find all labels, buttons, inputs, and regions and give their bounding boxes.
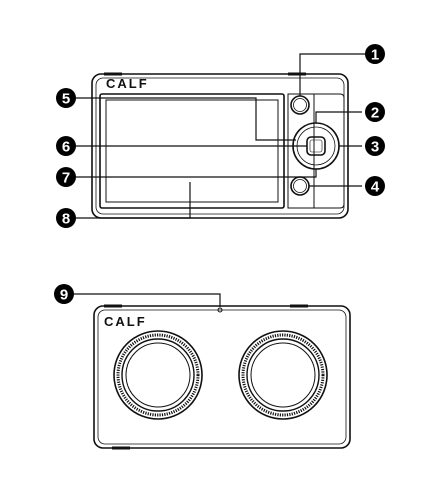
display-screen-area: [105, 99, 279, 203]
control-panel-right: [314, 93, 345, 209]
callout-badge: [56, 167, 76, 187]
callout-2: 2: [365, 102, 385, 122]
leader-line-9: [74, 293, 221, 307]
callout-label: 4: [371, 179, 380, 196]
callout-badge: [54, 284, 74, 304]
callout-9: 9: [54, 284, 74, 304]
callout-label: 3: [371, 139, 379, 156]
callout-label: 5: [62, 91, 70, 108]
front-brand-logo: CALF: [106, 76, 149, 91]
leader-line-7: [76, 169, 317, 178]
callout-label: 6: [62, 139, 70, 156]
callout-badge: [365, 176, 385, 196]
left-lens-inner: [125, 342, 191, 408]
top-button-inner: [293, 98, 307, 112]
bottom-button-inner: [293, 179, 307, 193]
callout-6: 6: [56, 136, 76, 156]
left-lens-knurl: [116, 333, 200, 417]
microphone-hole: [217, 307, 223, 313]
nav-center-button-inner: [309, 139, 323, 153]
right-lens-ring: [246, 338, 320, 412]
right-lens-outer: [238, 330, 328, 420]
callout-badge: [56, 208, 76, 228]
leader-line-5: [76, 97, 296, 141]
callout-badge: [365, 44, 385, 64]
callout-label: 9: [60, 287, 68, 304]
left-lens: [113, 330, 203, 420]
callout-badge: [56, 88, 76, 108]
leader-line-2: [315, 111, 362, 123]
back-body: [93, 305, 351, 449]
left-lens-ring: [121, 338, 195, 412]
right-lens-knurl: [241, 333, 325, 417]
leader-line-8: [76, 182, 191, 219]
back-brand-logo: CALF: [104, 314, 147, 329]
callout-label: 1: [371, 47, 379, 64]
callout-1: 1: [365, 44, 385, 64]
callout-badge: [365, 136, 385, 156]
right-lens: [238, 330, 328, 420]
callout-label: 7: [62, 170, 70, 187]
display-screen: [99, 93, 285, 209]
callout-5: 5: [56, 88, 76, 108]
left-lens-outer: [113, 330, 203, 420]
leader-line-1: [299, 53, 366, 96]
callout-3: 3: [365, 136, 385, 156]
callout-7: 7: [56, 167, 76, 187]
front-leader-lines: [76, 53, 366, 219]
callout-4: 4: [365, 176, 385, 196]
right-lens-inner: [250, 342, 316, 408]
back-body-inner: [97, 309, 347, 445]
callout-badge: [365, 102, 385, 122]
callout-label: 8: [62, 211, 70, 228]
callout-8: 8: [56, 208, 76, 228]
back-view: CALF: [93, 304, 351, 450]
callout-label: 2: [371, 105, 379, 122]
callout-badge: [56, 136, 76, 156]
